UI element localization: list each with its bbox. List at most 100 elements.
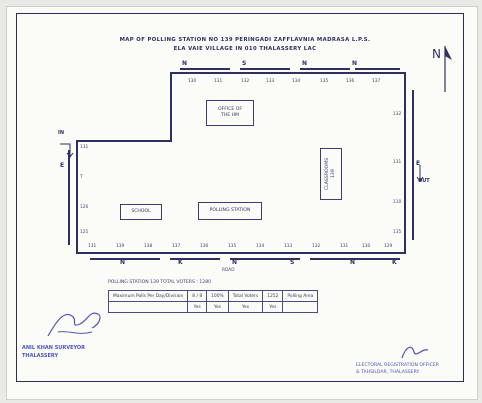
bottom-number-5: 136 — [200, 244, 209, 249]
compass-letter: N — [432, 47, 441, 61]
surveyor-office: THALASSERY — [22, 353, 59, 359]
title-line-1: MAP OF POLLING STATION NO 139 PERINGADI … — [119, 37, 371, 43]
officer-signature-block: ELECTORAL REGISTRATION OFFICER & TAHSILD… — [356, 362, 439, 376]
bottom-number-11: 130 — [362, 244, 371, 249]
legend-cell: Total Voters — [227, 290, 264, 302]
top-number-5: 134 — [292, 79, 301, 84]
top-code-1: N — [182, 60, 188, 67]
bottom-fence-4 — [310, 258, 400, 260]
wall-top — [170, 72, 405, 74]
map-sheet — [6, 6, 478, 400]
officer-title: ELECTORAL REGISTRATION OFFICER — [356, 363, 439, 368]
legend-row-2: Yes Yes Yes Yes — [107, 301, 319, 313]
wall-upper-left-vertical — [170, 72, 172, 142]
entry-letter-right: E — [416, 160, 421, 167]
wall-left — [76, 140, 78, 252]
left-number-2: T — [80, 175, 83, 180]
left-fence — [68, 150, 70, 245]
bottom-fence-2 — [170, 258, 220, 260]
right-number-4: 135 — [393, 230, 402, 235]
top-code-4: N — [352, 60, 358, 67]
top-fence-1 — [180, 68, 230, 70]
bottom-number-6: 135 — [228, 244, 237, 249]
surveyor-name: ANIL KHAN SURVEYOR — [22, 345, 86, 351]
top-code-2: S — [242, 60, 247, 67]
exit-out-label: OUT — [418, 178, 430, 184]
bottom-code-6: K — [392, 259, 397, 266]
officer-signature-icon — [401, 346, 429, 359]
officer-office: & TAHSILDAR, THALASSERY — [356, 370, 420, 375]
bottom-fence-3 — [230, 258, 300, 260]
legend-cell — [282, 301, 319, 313]
bottom-code-2: K — [178, 259, 183, 266]
top-fence-2 — [240, 68, 290, 70]
top-number-8: 137 — [372, 79, 381, 84]
right-block-room: CLASSROOMS 139 — [320, 148, 342, 200]
bottom-code-3: N — [232, 259, 238, 266]
legend-cell: Polling Area — [282, 290, 319, 302]
bottom-code-4: S — [290, 259, 295, 266]
office-room: OFFICE OF THE HM — [206, 100, 254, 126]
polling-station-label: POLLING STATION — [209, 208, 251, 213]
bottom-number-7: 134 — [256, 244, 265, 249]
legend-cell: 100% — [206, 290, 229, 302]
exit-arrow-icon — [416, 165, 424, 182]
bottom-code-1: N — [120, 259, 126, 266]
school-room: SCHOOL — [120, 204, 162, 220]
entry-arrow-icon — [60, 143, 74, 158]
wall-right — [404, 72, 406, 254]
bottom-number-3: 138 — [144, 244, 153, 249]
top-number-2: 131 — [214, 79, 223, 84]
right-number-2: 131 — [393, 160, 402, 165]
top-fence-4 — [355, 68, 400, 70]
school-room-label: SCHOOL — [131, 209, 151, 214]
top-fence-3 — [300, 68, 350, 70]
left-number-1: 131 — [80, 145, 89, 150]
top-number-4: 133 — [266, 79, 275, 84]
road-label: ROAD — [222, 268, 235, 273]
entry-letter-left: E — [60, 162, 65, 169]
legend-cell: Yes — [262, 301, 284, 313]
bottom-number-4: 137 — [172, 244, 181, 249]
legend-cell: Yes — [206, 301, 229, 313]
entry-in-label: IN — [58, 130, 65, 136]
legend-cell: 1252 — [262, 290, 284, 302]
bottom-code-5: N — [350, 259, 356, 266]
bottom-number-8: 133 — [284, 244, 293, 249]
top-code-3: N — [302, 60, 308, 67]
legend-table: Maximum Polls Per Day/Division 8 / 8 100… — [107, 290, 319, 313]
legend-cell: Yes — [227, 301, 264, 313]
legend-title: POLLING STATION 139 TOTAL VOTERS : 1280 — [108, 280, 212, 285]
wall-bottom — [76, 252, 406, 254]
surveyor-signature-icon — [47, 312, 101, 337]
legend-cell: 8 / 8 — [187, 290, 208, 302]
right-block-label: CLASSROOMS 139 — [325, 157, 336, 191]
legend-cell — [107, 301, 189, 313]
top-number-1: 130 — [188, 79, 197, 84]
legend-cell: Yes — [187, 301, 208, 313]
top-number-7: 136 — [346, 79, 355, 84]
right-number-3: 110 — [393, 200, 402, 205]
left-number-3: 126 — [80, 205, 89, 210]
legend-cell: Maximum Polls Per Day/Division — [107, 290, 189, 302]
top-number-6: 135 — [320, 79, 329, 84]
left-number-4: 125 — [80, 230, 89, 235]
bottom-number-2: 139 — [116, 244, 125, 249]
polling-station-room: POLLING STATION — [198, 202, 262, 220]
north-arrow-icon: N — [432, 46, 452, 92]
bottom-number-1: 131 — [88, 244, 97, 249]
bottom-number-12: 129 — [384, 244, 393, 249]
bottom-fence-1 — [90, 258, 160, 260]
map-title: MAP OF POLLING STATION NO 139 PERINGADI … — [80, 36, 410, 54]
wall-top-left — [76, 140, 172, 142]
surveyor-signature-block: ANIL KHAN SURVEYOR THALASSERY — [22, 344, 85, 360]
title-line-2: ELA VAIE VILLAGE IN 010 THALASSERY LAC — [173, 46, 317, 52]
right-fence — [412, 90, 414, 240]
office-room-label: OFFICE OF THE HM — [217, 107, 243, 118]
legend-row-1: Maximum Polls Per Day/Division 8 / 8 100… — [107, 290, 319, 302]
top-number-3: 132 — [241, 79, 250, 84]
bottom-number-10: 131 — [340, 244, 349, 249]
right-number-1: 132 — [393, 112, 402, 117]
bottom-number-9: 132 — [312, 244, 321, 249]
map-border — [16, 13, 464, 382]
